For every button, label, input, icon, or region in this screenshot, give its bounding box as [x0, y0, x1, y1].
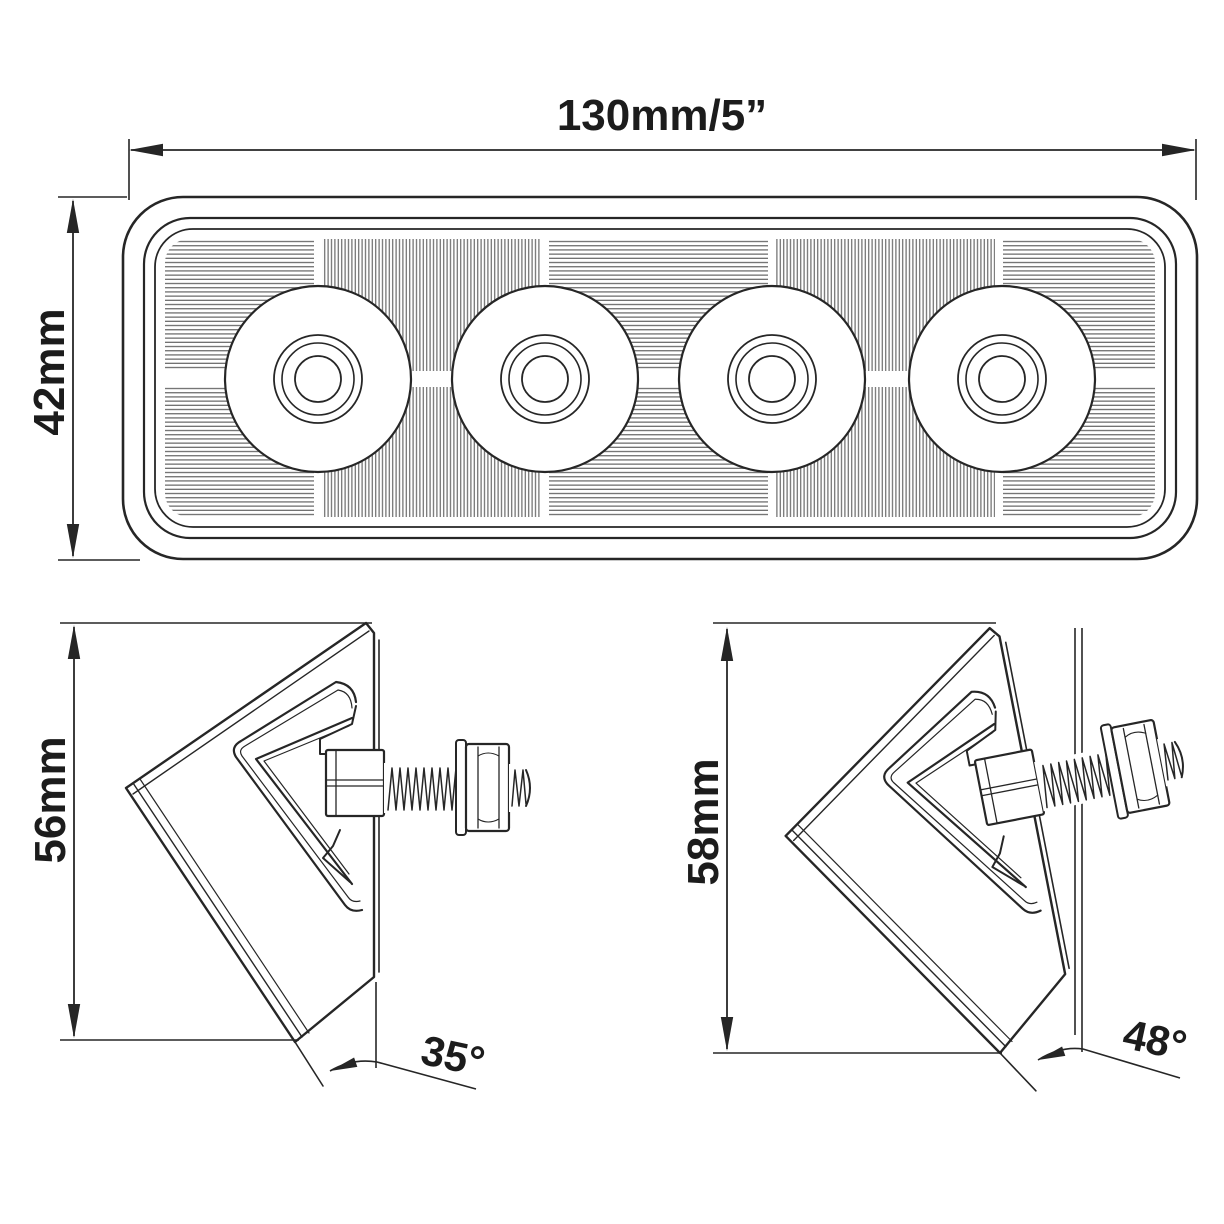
side-view-left — [60, 621, 536, 1090]
led-chip — [978, 355, 1026, 403]
led-reflector — [223, 284, 413, 474]
led-chip — [748, 355, 796, 403]
led-chip — [294, 355, 342, 403]
led-reflector — [450, 284, 640, 474]
angle-48-label: 48° — [1119, 1010, 1191, 1069]
dimension-width — [128, 139, 1197, 200]
led-reflector — [907, 284, 1097, 474]
side-view-right — [713, 594, 1224, 1130]
led-lamp-3 — [677, 284, 867, 474]
width-dimension-label: 130mm/5” — [557, 91, 767, 140]
led-reflector — [677, 284, 867, 474]
dimension-height-56 — [60, 622, 372, 1041]
angle-annotation-48 — [1036, 1046, 1181, 1079]
led-chip — [521, 355, 569, 403]
led-lamp-2 — [450, 284, 640, 474]
bezel-outline — [142, 216, 1178, 540]
led-lamps — [223, 284, 1097, 474]
angle-annotation-35 — [328, 1057, 477, 1090]
led-lamp-4 — [907, 284, 1097, 474]
center-divider-band — [165, 371, 1155, 387]
height-42-dimension-label: 42mm — [25, 308, 74, 435]
dimension-height-58 — [713, 622, 1002, 1054]
height-58-dimension-label: 58mm — [679, 758, 728, 885]
top-view — [121, 195, 1199, 561]
height-56-dimension-label: 56mm — [26, 736, 75, 863]
lens-outline — [154, 228, 1166, 528]
housing-outline — [121, 195, 1199, 561]
led-lamp-1 — [223, 284, 413, 474]
dimension-height-42 — [58, 196, 140, 561]
